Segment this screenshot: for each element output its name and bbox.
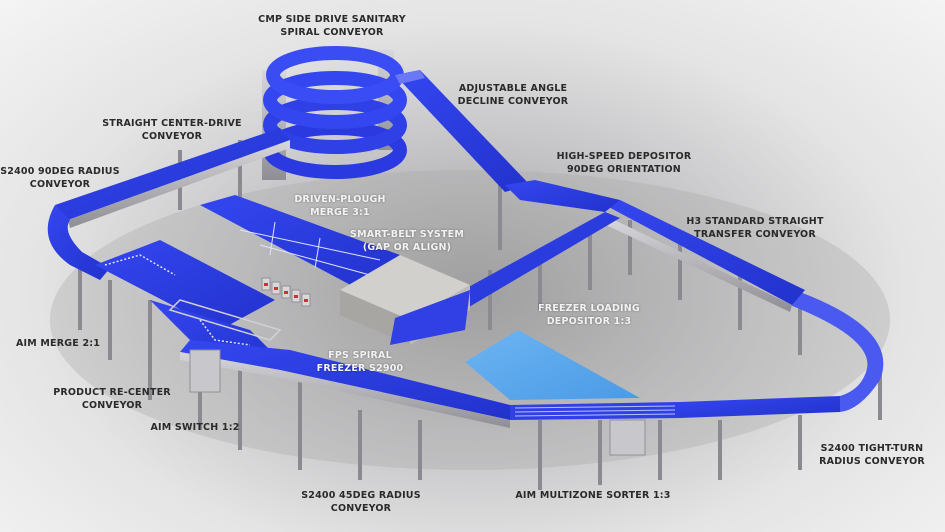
decline-conveyor — [395, 70, 530, 192]
label-line: TRANSFER CONVEYOR — [694, 229, 816, 240]
label-line: (GAP OR ALIGN) — [362, 242, 452, 253]
label-cmp-spiral: CMP SIDE DRIVE SANITARY SPIRAL CONVEYOR — [258, 13, 406, 39]
label-fps-spiral: FPS SPIRAL FREEZER S2900 — [317, 349, 404, 375]
label-freezer-depositor: FREEZER LOADING DEPOSITOR 1:3 — [538, 302, 640, 328]
label-tight-turn: S2400 TIGHT-TURN RADIUS CONVEYOR — [819, 442, 925, 468]
label-aim-merge: AIM MERGE 2:1 — [16, 337, 100, 350]
label-radius-45: S2400 45DEG RADIUS CONVEYOR — [301, 489, 421, 515]
tight-turn-conveyor — [790, 292, 884, 412]
label-line: MERGE 3:1 — [310, 207, 370, 218]
label-center-drive: STRAIGHT CENTER-DRIVE CONVEYOR — [102, 117, 241, 143]
label-multizone-sorter: AIM MULTIZONE SORTER 1:3 — [515, 489, 670, 502]
label-line: FPS SPIRAL — [328, 350, 392, 361]
label-line: CMP SIDE DRIVE SANITARY — [258, 14, 406, 25]
center-drive-conveyor — [55, 128, 290, 220]
label-hs-depositor: HIGH-SPEED DEPOSITOR 90DEG ORIENTATION — [557, 150, 692, 176]
bottom-right-conveyor — [680, 396, 840, 418]
radius-90-conveyor — [47, 205, 110, 280]
aim-merge-conveyor — [95, 240, 275, 330]
label-line: AIM MERGE 2:1 — [15, 338, 101, 349]
smart-belt-exit-conveyor — [390, 290, 470, 345]
label-line: PRODUCT RE-CENTER — [53, 387, 171, 398]
label-smart-belt: SMART-BELT SYSTEM (GAP OR ALIGN) — [350, 228, 464, 254]
label-line: S2400 90DEG RADIUS — [0, 166, 120, 177]
control-panel-indicators — [264, 283, 308, 302]
h3-transfer-conveyor — [605, 200, 805, 305]
label-line: ADJUSTABLE ANGLE — [458, 83, 568, 94]
label-line: AIM MULTIZONE SORTER 1:3 — [515, 490, 671, 501]
label-line: RADIUS CONVEYOR — [819, 456, 925, 467]
label-line: DECLINE CONVEYOR — [457, 96, 569, 107]
label-aim-switch: AIM SWITCH 1:2 — [150, 421, 239, 434]
label-plough-merge: DRIVEN-PLOUGH MERGE 3:1 — [294, 193, 385, 219]
label-line: FREEZER S2900 — [316, 363, 404, 374]
label-decline: ADJUSTABLE ANGLE DECLINE CONVEYOR — [458, 82, 569, 108]
label-re-center: PRODUCT RE-CENTER CONVEYOR — [53, 386, 171, 412]
sorter-control-box — [609, 419, 646, 456]
label-h3-transfer: H3 STANDARD STRAIGHT TRANSFER CONVEYOR — [686, 215, 823, 241]
label-line: SMART-BELT SYSTEM — [350, 229, 464, 240]
label-radius-90: S2400 90DEG RADIUS CONVEYOR — [0, 165, 120, 191]
label-line: HIGH-SPEED DEPOSITOR — [556, 151, 692, 162]
high-speed-depositor — [505, 180, 620, 212]
label-line: CONVEYOR — [29, 179, 91, 190]
label-line: SPIRAL CONVEYOR — [280, 27, 384, 38]
switch-control-box — [189, 349, 221, 393]
label-line: FREEZER LOADING — [538, 303, 640, 314]
label-line: 90DEG ORIENTATION — [567, 164, 681, 175]
cmp-spiral-conveyor — [262, 46, 407, 180]
label-line: DRIVEN-PLOUGH — [294, 194, 386, 205]
label-line: CONVEYOR — [330, 503, 392, 514]
freezer-loading-depositor — [465, 330, 640, 400]
label-line: S2400 45DEG RADIUS — [301, 490, 421, 501]
label-line: STRAIGHT CENTER-DRIVE — [102, 118, 242, 129]
label-line: AIM SWITCH 1:2 — [150, 422, 240, 433]
label-line: DEPOSITOR 1:3 — [546, 316, 632, 327]
label-line: CONVEYOR — [141, 131, 203, 142]
label-line: S2400 TIGHT-TURN — [820, 443, 924, 454]
label-line: CONVEYOR — [81, 400, 143, 411]
label-line: H3 STANDARD STRAIGHT — [686, 216, 824, 227]
radius-45-conveyor — [180, 340, 510, 420]
